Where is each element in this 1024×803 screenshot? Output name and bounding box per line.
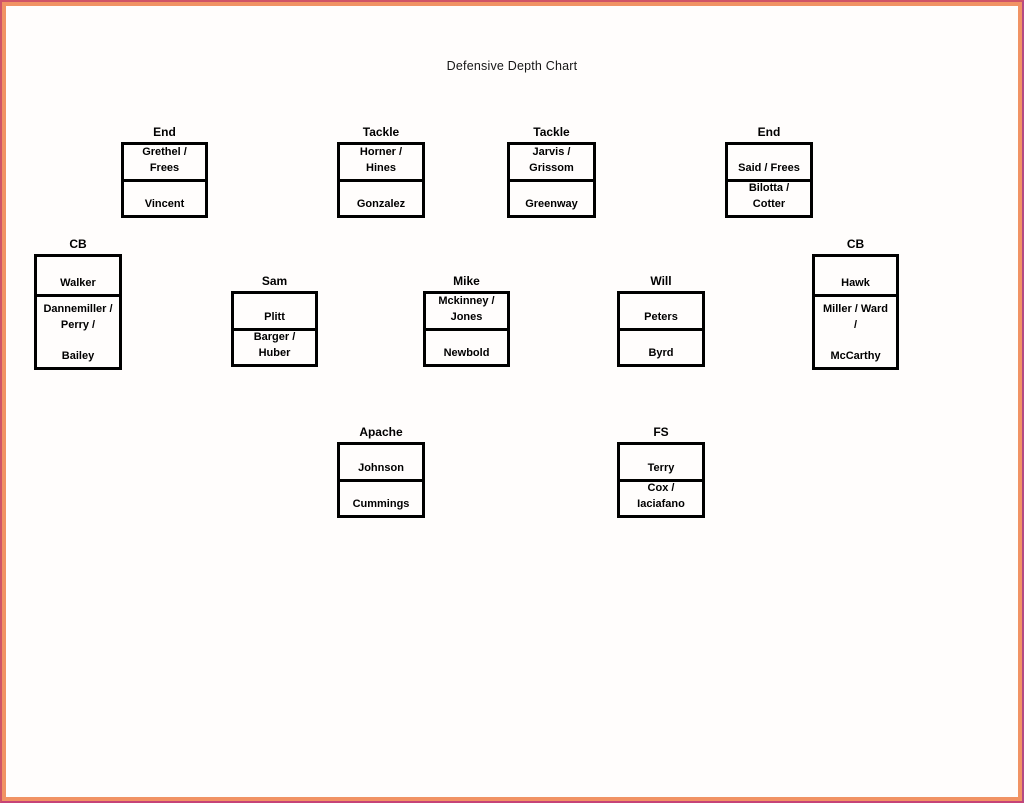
depth-unit-sam: Sam Plitt Barger / Huber (231, 274, 318, 367)
backups-cell-end-right: Bilotta / Cotter (728, 179, 810, 215)
depth-box-sam: Plitt Barger / Huber (231, 291, 318, 367)
position-label-cb-left: CB (69, 237, 87, 251)
position-label-sam: Sam (261, 274, 288, 288)
depth-box-end-right: Said / Frees Bilotta / Cotter (725, 142, 813, 218)
backups-cell-sam: Barger / Huber (234, 328, 315, 364)
position-label-apache: Apache (359, 425, 403, 439)
depth-box-tackle-right: Jarvis / Grissom Greenway (507, 142, 596, 218)
backups-cell-cb-left: Dannemiller / Perry / Bailey (37, 294, 119, 367)
starters-cell-cb-left: Walker (60, 276, 96, 289)
depth-unit-end-right: End Said / Frees Bilotta / Cotter (725, 125, 813, 218)
starters-cell-end-left: Grethel / Frees (142, 146, 187, 174)
backups-cell-will: Byrd (620, 328, 702, 364)
depth-box-end-left: Grethel / Frees Vincent (121, 142, 208, 218)
depth-box-will: Peters Byrd (617, 291, 705, 367)
backups-cell-fs: Cox / Iaciafano (620, 479, 702, 515)
position-label-end-left: End (153, 125, 176, 139)
depth-box-cb-right: Hawk Miller / Ward / McCarthy (812, 254, 899, 370)
depth-unit-tackle-left: Tackle Horner / Hines Gonzalez (337, 125, 425, 218)
backups-cell-tackle-right: Greenway (510, 179, 593, 215)
starters-cell-mike: Mckinney / Jones (438, 295, 495, 323)
depth-unit-mike: Mike Mckinney / Jones Newbold (423, 274, 510, 367)
depth-box-fs: Terry Cox / Iaciafano (617, 442, 705, 518)
depth-unit-will: Will Peters Byrd (617, 274, 705, 367)
backups-cell-end-left: Vincent (124, 179, 205, 215)
starters-cell-sam: Plitt (264, 310, 285, 323)
depth-box-apache: Johnson Cummings (337, 442, 425, 518)
page-title: Defensive Depth Chart (446, 59, 578, 73)
depth-unit-end-left: End Grethel / Frees Vincent (121, 125, 208, 218)
position-label-tackle-left: Tackle (362, 125, 400, 139)
position-label-tackle-right: Tackle (533, 125, 570, 139)
backups-cell-tackle-left: Gonzalez (340, 179, 422, 215)
starters-cell-tackle-right: Jarvis / Grissom (529, 146, 574, 174)
backups-cell-mike: Newbold (426, 328, 507, 364)
starters-cell-cb-right: Hawk (841, 276, 870, 289)
position-label-mike: Mike (453, 274, 480, 288)
position-label-cb-right: CB (846, 237, 865, 251)
starters-cell-apache: Johnson (358, 461, 404, 474)
starters-cell-fs: Terry (647, 461, 675, 474)
position-label-fs: FS (653, 425, 669, 439)
position-label-will: Will (650, 274, 672, 288)
depth-box-cb-left: Walker Dannemiller / Perry / Bailey (34, 254, 122, 370)
depth-unit-cb-left: CB Walker Dannemiller / Perry / Bailey (34, 237, 122, 370)
depth-box-mike: Mckinney / Jones Newbold (423, 291, 510, 367)
depth-unit-apache: Apache Johnson Cummings (337, 425, 425, 518)
depth-chart-canvas: Defensive Depth Chart End Grethel / Free… (6, 6, 1018, 797)
depth-unit-tackle-right: Tackle Jarvis / Grissom Greenway (507, 125, 596, 218)
backups-cell-apache: Cummings (340, 479, 422, 515)
depth-box-tackle-left: Horner / Hines Gonzalez (337, 142, 425, 218)
depth-unit-fs: FS Terry Cox / Iaciafano (617, 425, 705, 518)
starters-cell-will: Peters (644, 310, 678, 323)
depth-unit-cb-right: CB Hawk Miller / Ward / McCarthy (812, 237, 899, 370)
backups-cell-cb-right: Miller / Ward / McCarthy (815, 294, 896, 367)
position-label-end-right: End (757, 125, 781, 139)
starters-cell-end-right: Said / Frees (738, 161, 800, 174)
starters-cell-tackle-left: Horner / Hines (359, 146, 403, 174)
